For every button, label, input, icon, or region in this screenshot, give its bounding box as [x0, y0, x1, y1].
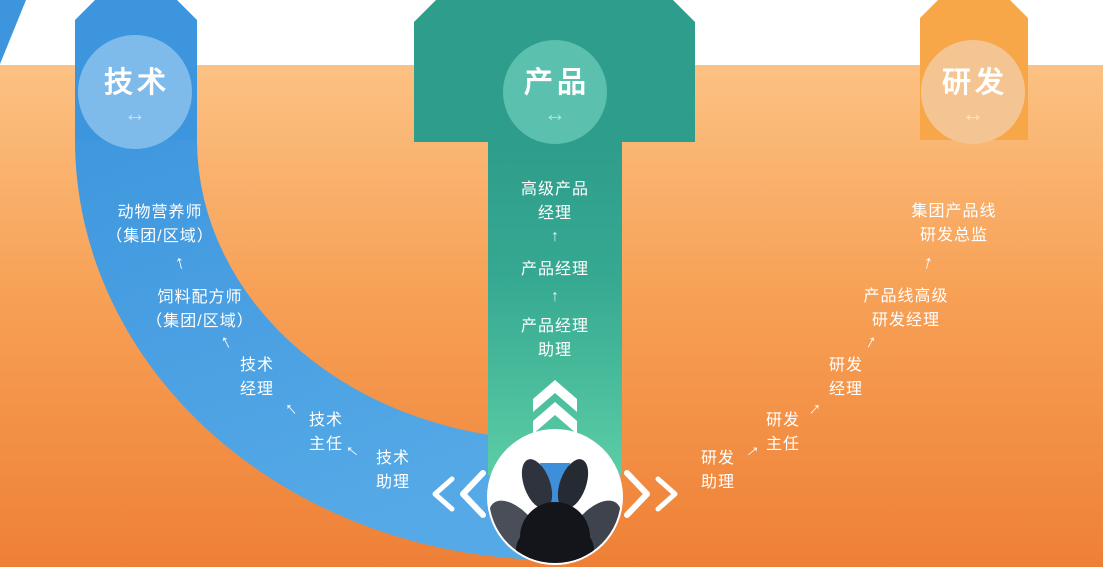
career-level-label: 技术 经理 — [239, 357, 275, 398]
career-level-label: 研发 经理 — [828, 357, 864, 398]
swap-arrow-icon: ↔ — [544, 101, 566, 126]
chevron-right-icon — [624, 470, 678, 518]
person-illustration — [487, 429, 623, 565]
career-level-label: 研发 助理 — [700, 450, 736, 491]
career-level-label: 技术 助理 — [375, 450, 411, 491]
career-level-label: 集团产品线 研发总监 — [911, 203, 997, 244]
career-level-label: 技术 主任 — [308, 412, 344, 453]
rd-track-title: 研发 — [941, 67, 1008, 99]
tech-track-circle: 技术 ↔ — [78, 35, 192, 149]
product-track-title: 产品 — [523, 67, 590, 99]
career-level-label: 产品经理 助理 — [520, 318, 590, 359]
swap-arrow-icon: ↔ — [124, 101, 146, 126]
up-arrow-icon: ↑ — [551, 288, 559, 305]
product-track-circle: 产品 ↔ — [503, 40, 607, 144]
chevron-up-icon — [533, 380, 577, 434]
swap-arrow-icon: ↔ — [962, 101, 984, 126]
career-level-label: 动物营养师 （集团/区域） — [106, 204, 214, 245]
tech-track-title: 技术 — [103, 67, 170, 99]
product-career-column — [488, 140, 622, 475]
career-level-label: 饲料配方师 （集团/区域） — [146, 289, 254, 330]
rd-track-circle: 研发 ↔ — [921, 40, 1025, 144]
chevron-left-icon — [432, 470, 486, 518]
career-level-label: 产品经理 — [520, 261, 590, 278]
up-arrow-icon: ↑ — [551, 228, 559, 245]
career-level-label: 产品线高级 研发经理 — [863, 288, 949, 329]
career-level-label: 高级产品 经理 — [520, 181, 590, 222]
career-level-label: 研发 主任 — [765, 412, 801, 453]
